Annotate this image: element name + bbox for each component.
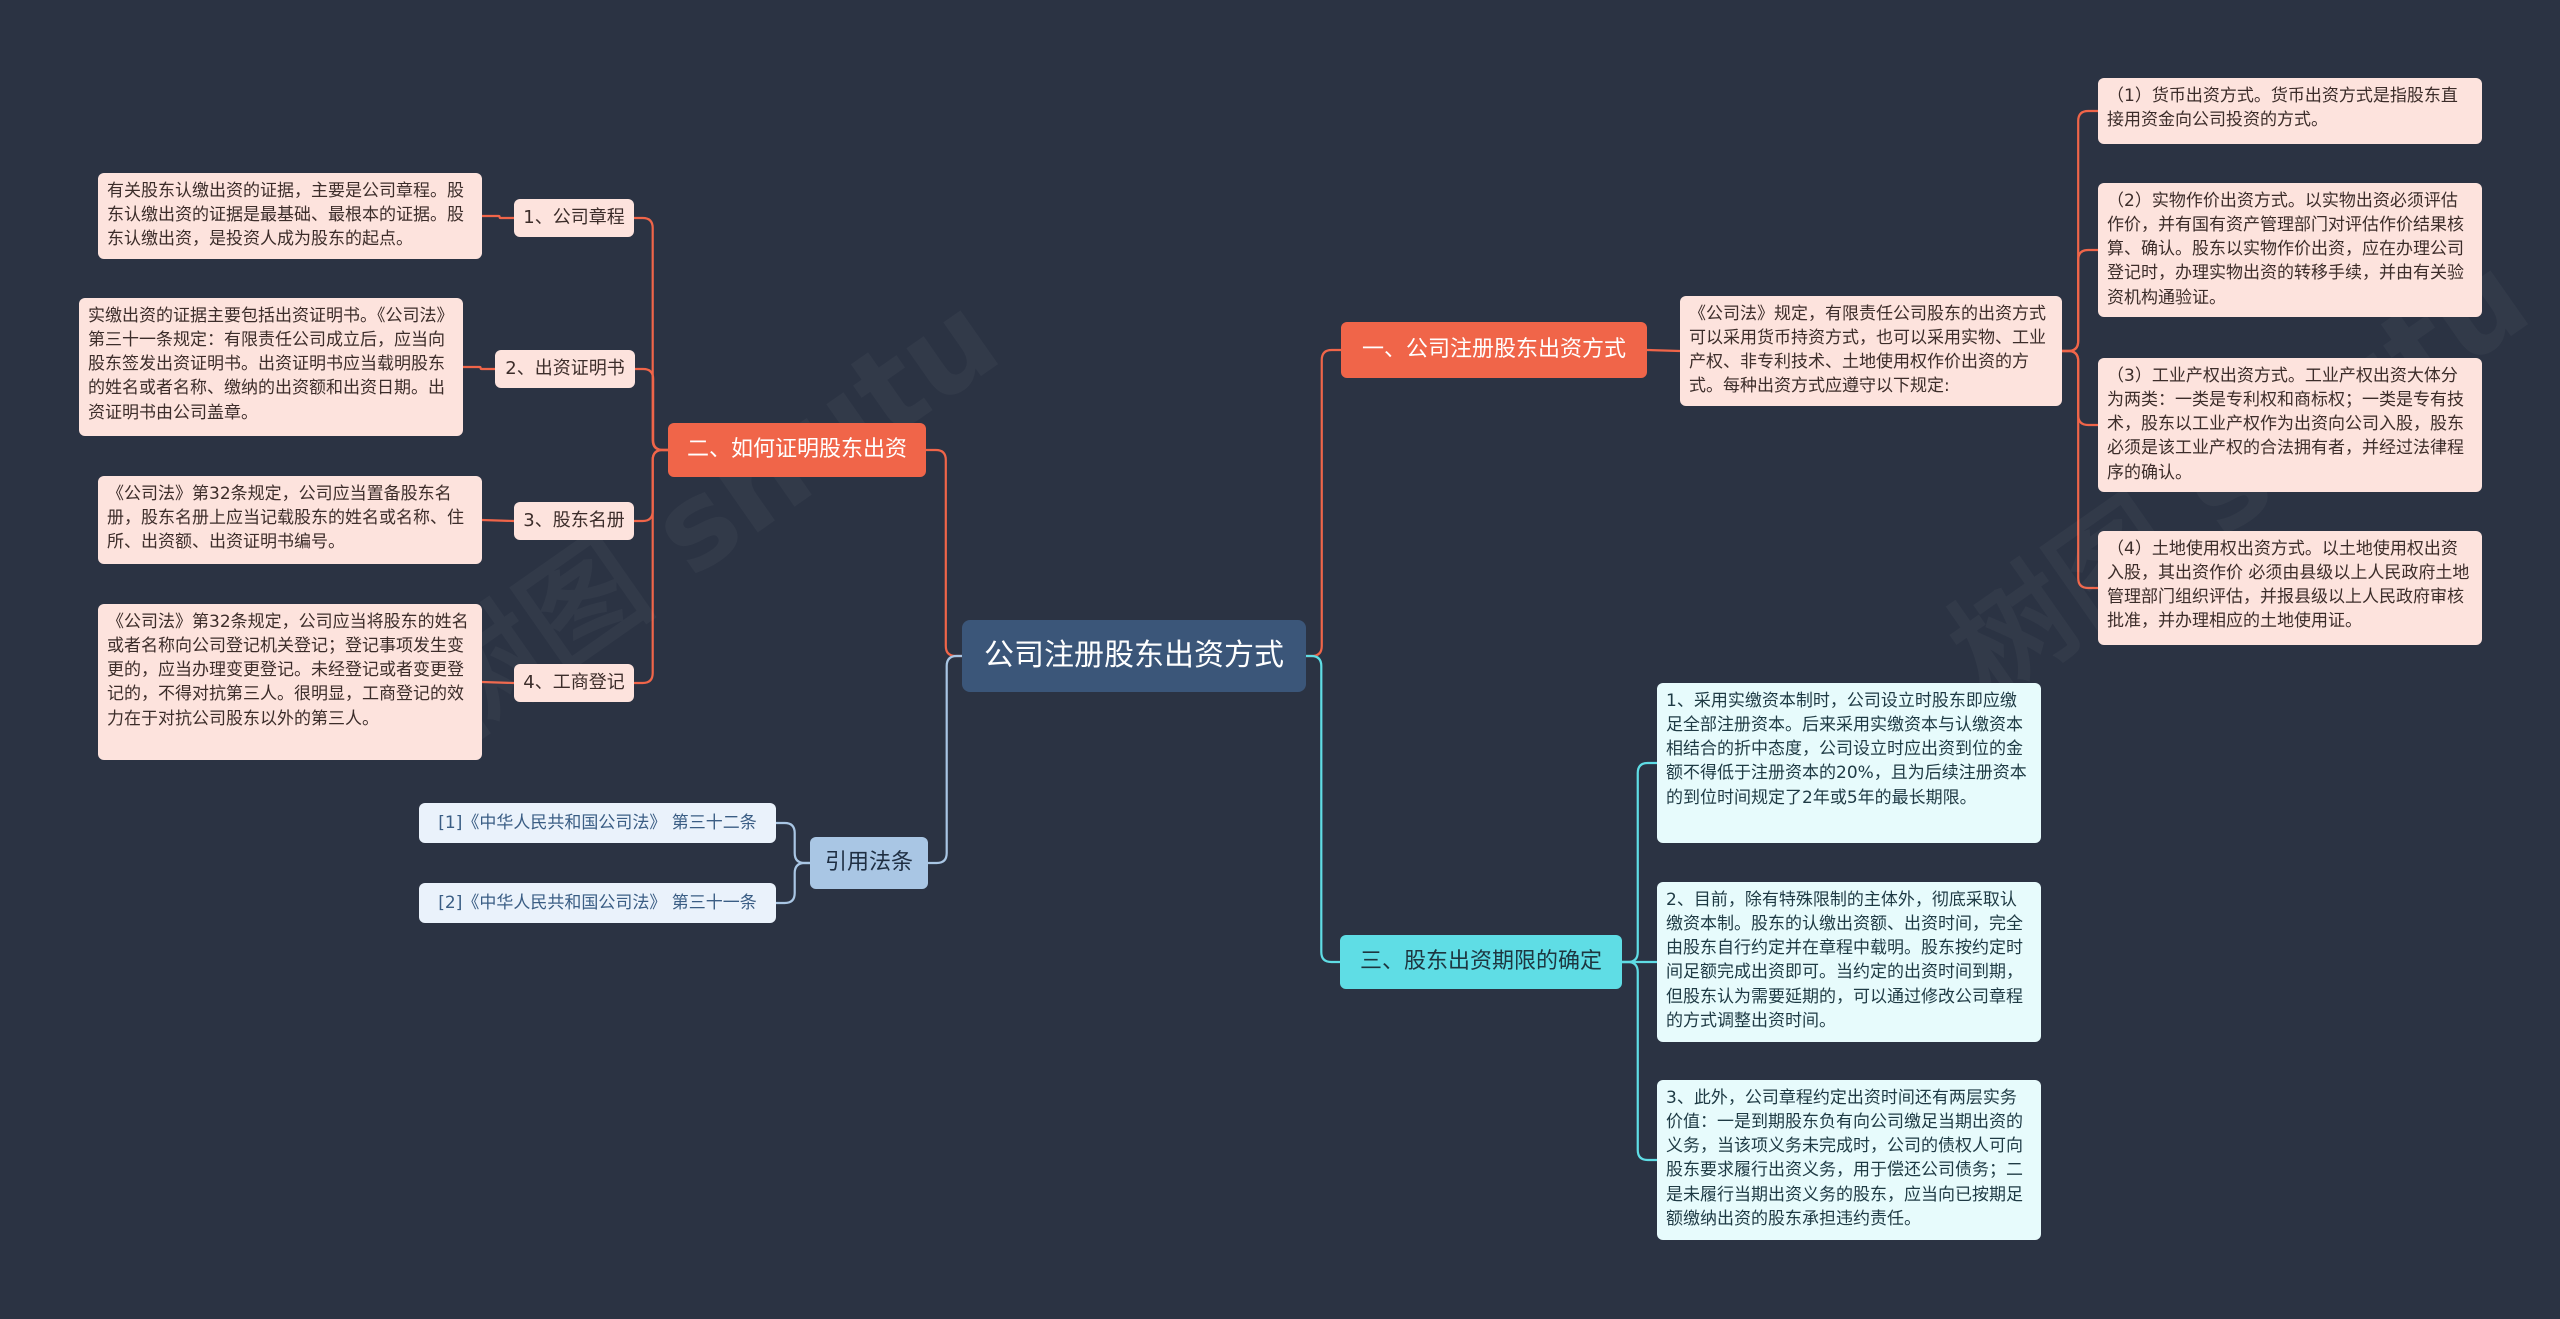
connector-b1-item-1: [2062, 248, 2098, 353]
node-physical-investment[interactable]: （2）实物作价出资方式。以实物出资必须评估作价，并有国有资产管理部门对评估作价结…: [2098, 183, 2482, 317]
branch-prove-investment[interactable]: 二、如何证明股东出资: [668, 423, 926, 477]
node-subscribed-capital-system[interactable]: 2、目前，除有特殊限制的主体外，彻底采取认缴资本制。股东的认缴出资额、出资时间，…: [1657, 882, 2041, 1042]
branch-cited-laws[interactable]: 引用法条: [810, 837, 928, 889]
sub-articles-of-association[interactable]: 1、公司章程: [514, 199, 634, 237]
connector-b2-sub-2: [634, 448, 668, 523]
note-business-registration[interactable]: 《公司法》第32条规定，公司应当将股东的姓名或者名称向公司登记机关登记；登记事项…: [98, 604, 482, 760]
connector-b2-note-3: [481, 680, 515, 685]
node-industrial-property-investment[interactable]: （3）工业产权出资方式。工业产权出资大体分为两类：一类是专利权和商标权；一类是专…: [2098, 358, 2482, 492]
connector-b2-note-1: [463, 365, 495, 371]
sub-capital-contribution-certificate[interactable]: 2、出资证明书: [495, 350, 635, 388]
connector-b1-intro: [1646, 348, 1681, 353]
sub-shareholder-register[interactable]: 3、股东名册: [514, 502, 634, 540]
node-deadline-practical-value[interactable]: 3、此外，公司章程约定出资时间还有两层实务价值：一是到期股东负有向公司缴足当期出…: [1657, 1080, 2041, 1240]
node-investment-intro[interactable]: 《公司法》规定，有限责任公司股东的出资方式可以采用货币持资方式，也可以采用实物、…: [1680, 296, 2062, 406]
connector-b2-sub-3: [634, 448, 668, 685]
node-paid-in-capital-system[interactable]: 1、采用实缴资本制时，公司设立时股东即应缴足全部注册资本。后来采用实缴资本与认缴…: [1657, 683, 2041, 843]
sub-business-registration[interactable]: 4、工商登记: [514, 664, 634, 702]
note-capital-contribution-certificate[interactable]: 实缴出资的证据主要包括出资证明书。《公司法》第三十一条规定：有限责任公司成立后，…: [79, 298, 463, 436]
branch-investment-deadline[interactable]: 三、股东出资期限的确定: [1340, 935, 1622, 989]
connector-b4-item-0: [776, 821, 810, 865]
connector-b1-item-0: [2062, 109, 2098, 353]
connector-root-b3: [1306, 654, 1340, 964]
connector-b2-note-2: [481, 518, 515, 523]
connector-root-b4: [928, 654, 962, 865]
node-cash-investment[interactable]: （1）货币出资方式。货币出资方式是指股东直接用资金向公司投资的方式。: [2098, 78, 2482, 144]
connector-b1-item-3: [2062, 349, 2098, 590]
connector-b2-sub-0: [634, 216, 668, 452]
citation-company-law-art31[interactable]: [2]《中华人民共和国公司法》 第三十一条: [419, 883, 776, 923]
root-topic[interactable]: 公司注册股东出资方式: [962, 620, 1306, 692]
connector-b2-sub-1: [635, 367, 668, 452]
connector-root-b1: [1306, 348, 1341, 658]
note-shareholder-register[interactable]: 《公司法》第32条规定，公司应当置备股东名册，股东名册上应当记载股东的姓名或名称…: [98, 476, 482, 564]
connector-b1-item-2: [2062, 349, 2098, 427]
citation-company-law-art32[interactable]: [1]《中华人民共和国公司法》 第三十二条: [419, 803, 776, 843]
note-articles-of-association[interactable]: 有关股东认缴出资的证据，主要是公司章程。股东认缴出资的证据是最基础、最根本的证据…: [98, 173, 482, 259]
branch-investment-methods[interactable]: 一、公司注册股东出资方式: [1341, 322, 1647, 378]
connector-b3-item-2: [1622, 960, 1657, 1162]
connector-b2-note-0: [482, 214, 514, 220]
node-land-use-investment[interactable]: （4）土地使用权出资方式。以土地使用权出资入股，其出资作价 必须由县级以上人民政…: [2098, 531, 2482, 645]
connector-b3-item-0: [1622, 761, 1657, 964]
connector-b4-item-1: [776, 861, 810, 905]
connector-root-b2: [926, 448, 962, 658]
